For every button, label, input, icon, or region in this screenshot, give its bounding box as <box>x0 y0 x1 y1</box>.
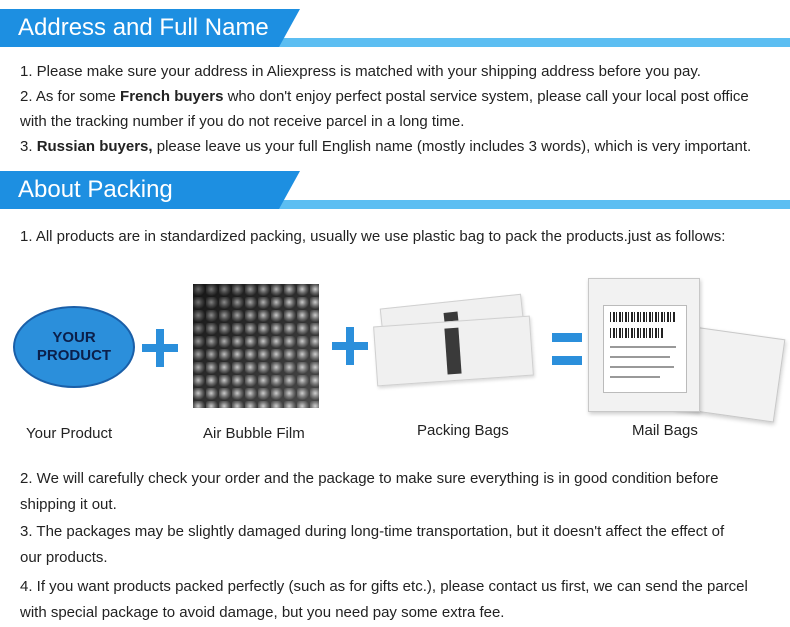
equals-icon <box>552 333 582 367</box>
barcode-icon <box>610 328 664 338</box>
address-paragraph-2-line-2: with the tracking number if you do not r… <box>20 113 465 130</box>
banner-tab <box>0 171 300 209</box>
packing-section-banner: About Packing <box>0 171 790 209</box>
packing-intro: 1. All products are in standardized pack… <box>20 228 726 245</box>
caption-mail-bags: Mail Bags <box>632 422 698 439</box>
text-span: 3. <box>20 138 37 155</box>
packing-section-title: About Packing <box>18 176 173 203</box>
plus-icon <box>332 327 368 365</box>
packing-paragraph-2: 2. We will carefully check your order an… <box>20 470 719 487</box>
barcode-icon <box>610 312 676 322</box>
label-line <box>610 356 670 358</box>
french-buyers-bold: French buyers <box>120 88 224 105</box>
banner-bar <box>0 38 790 47</box>
packing-paragraph-2-line-2: shipping it out. <box>20 496 117 513</box>
packing-bag-front <box>373 315 534 387</box>
caption-packing-bags: Packing Bags <box>417 422 509 439</box>
packing-paragraph-4-line-2: with special package to avoid damage, bu… <box>20 604 505 621</box>
text-span: 2. As for some <box>20 88 121 105</box>
address-section-banner: Address and Full Name <box>0 9 790 47</box>
oval-line-2: PRODUCT <box>36 347 112 364</box>
label-line <box>610 376 660 378</box>
caption-your-product: Your Product <box>26 425 113 442</box>
label-line <box>610 366 674 368</box>
plus-icon <box>142 329 178 367</box>
address-paragraph-1: 1. Please make sure your address in Alie… <box>20 63 701 80</box>
text-span: who don't enjoy perfect postal service s… <box>223 88 749 105</box>
air-bubble-film-image <box>193 284 319 408</box>
text-span: please leave us your full English name (… <box>152 138 752 155</box>
packing-paragraph-3-line-2: our products. <box>20 549 108 566</box>
packing-paragraph-4: 4. If you want products packed perfectly… <box>20 578 748 595</box>
address-section-title: Address and Full Name <box>18 14 269 41</box>
oval-line-1: YOUR <box>52 329 96 346</box>
russian-buyers-bold: Russian buyers, <box>36 138 153 155</box>
caption-air-bubble-film: Air Bubble Film <box>203 425 305 442</box>
address-paragraph-3: 3. Russian buyers, please leave us your … <box>20 137 751 157</box>
banner-bar <box>0 200 790 209</box>
bag-seal-strip <box>444 327 462 375</box>
mail-bag-front <box>588 278 700 412</box>
address-paragraph-2: 2. As for some French buyers who don't e… <box>20 87 749 107</box>
packing-paragraph-3: 3. The packages may be slightly damaged … <box>20 523 725 540</box>
banner-tab <box>0 9 300 47</box>
label-line <box>610 346 676 348</box>
shipping-label <box>603 305 687 393</box>
